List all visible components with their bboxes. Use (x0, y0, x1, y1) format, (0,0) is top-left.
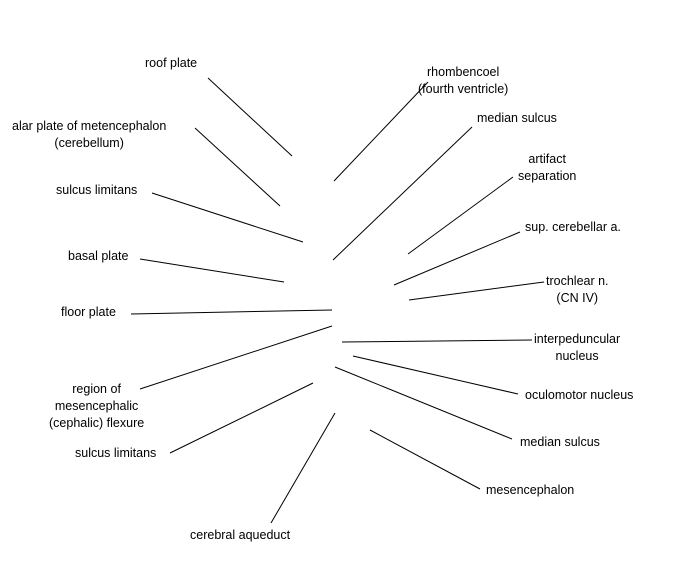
leader-sulcus-limitans-upper (151, 192, 304, 243)
leader-cerebral-aqueduct (270, 412, 336, 524)
label-cerebral-aqueduct: cerebral aqueduct (190, 528, 291, 542)
label-median-sulcus-upper: median sulcus (477, 111, 557, 125)
leader-median-sulcus-lower (334, 366, 513, 440)
leader-oculomotor (352, 355, 519, 395)
label-trochlear: trochlear n. (CN IV) (546, 274, 609, 305)
leader-median-sulcus-upper (332, 126, 473, 261)
leader-interpeduncular (341, 339, 533, 343)
leader-basal-plate (139, 258, 285, 283)
label-alar-plate: alar plate of metencephalon (cerebellum) (12, 119, 167, 150)
leader-floor-plate (130, 309, 333, 315)
leader-rhombencoel (333, 81, 429, 182)
label-sulcus-limitans-lower: sulcus limitans (75, 446, 157, 460)
label-roof-plate: roof plate (145, 56, 198, 70)
leader-trochlear (408, 281, 545, 301)
label-mesencephalon: mesencephalon (486, 483, 575, 497)
label-sulcus-limitans-upper: sulcus limitans (56, 183, 138, 197)
label-oculomotor: oculomotor nucleus (525, 388, 634, 402)
label-flexure: region of mesencephalic (cephalic) flexu… (49, 382, 145, 430)
label-sup-cerebellar: sup. cerebellar a. (525, 220, 621, 234)
label-artifact-separation: artifact separation (518, 152, 577, 183)
leader-artifact-separation (407, 176, 514, 255)
leader-alar-plate (194, 127, 281, 207)
label-median-sulcus-lower: median sulcus (520, 435, 600, 449)
label-basal-plate: basal plate (68, 249, 129, 263)
label-floor-plate: floor plate (61, 305, 116, 319)
leader-sup-cerebellar (393, 231, 521, 286)
leader-flexure (139, 325, 333, 390)
leader-mesencephalon (369, 429, 481, 490)
label-interpeduncular: interpeduncular nucleus (534, 332, 621, 363)
leader-roof-plate (207, 77, 293, 157)
leader-sulcus-limitans-lower (169, 382, 314, 454)
label-rhombencoel: rhombencoel (fourth ventricle) (418, 65, 509, 96)
